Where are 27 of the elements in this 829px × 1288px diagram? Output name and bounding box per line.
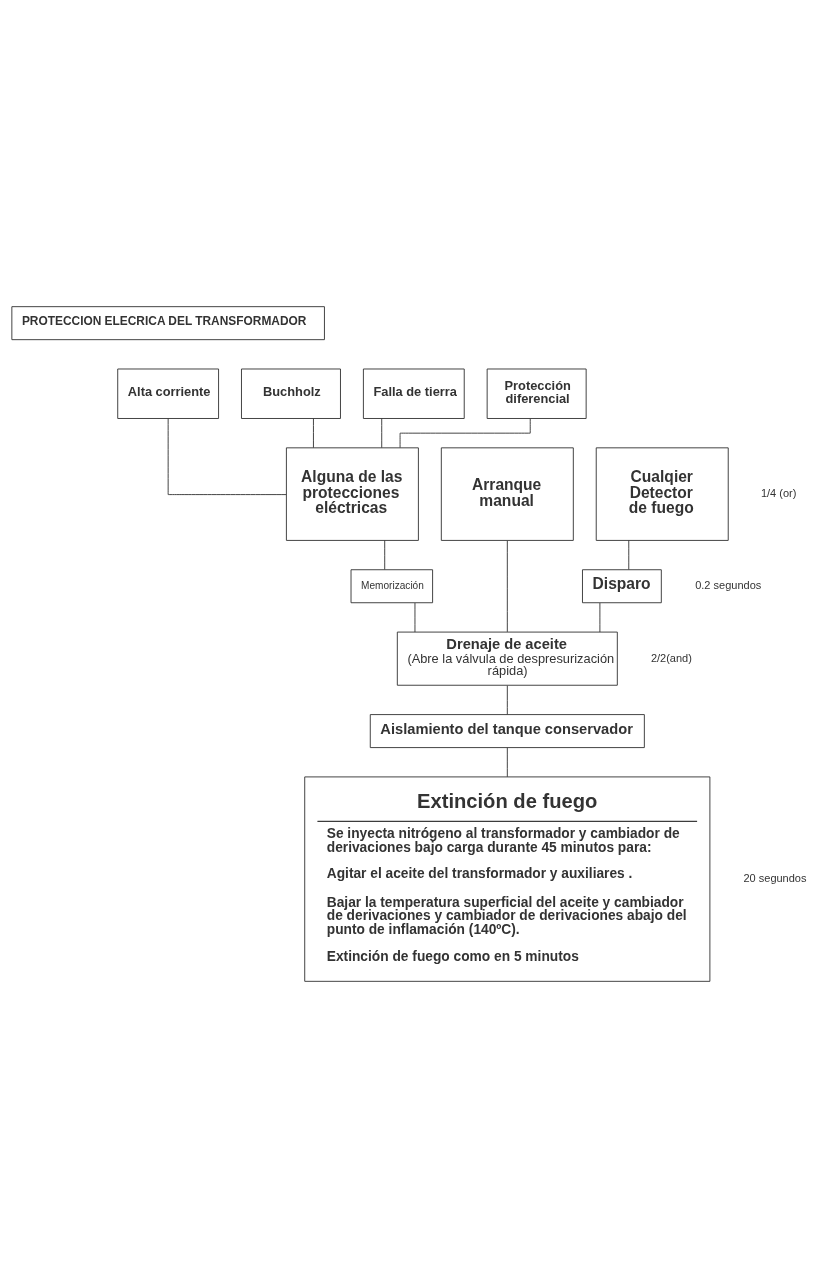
node-box: Falla de tierra [362, 368, 465, 419]
connector [506, 540, 508, 633]
node-box: Alta corriente [117, 368, 219, 419]
connector [167, 418, 287, 496]
node-box: Aislamiento del tanque conservador [369, 714, 645, 749]
node-box: Drenaje de aceite (Abre la válvula de despresurización rápida) [396, 631, 618, 686]
connector [381, 418, 383, 449]
connector [506, 747, 508, 778]
label: 0.2 segundos [695, 579, 762, 592]
connector [599, 602, 601, 633]
node-box: Buchholz [241, 368, 341, 419]
node-box: Protección diferencial [486, 368, 587, 419]
connector [628, 540, 630, 570]
node-box: Arranque manual [440, 447, 574, 541]
connector [506, 685, 508, 715]
connector [414, 602, 416, 633]
label: 20 segundos [743, 871, 807, 884]
label: 1/4 (or) [760, 486, 797, 499]
node-box: PROTECCION ELECRICA DEL TRANSFORMADOR [11, 306, 325, 341]
node-box: Extinción de fuego Se inyecta nitrógeno al transformador y cambiador de derivaciones bajo carga durante 45 minutos para: Agitar el aceite del transformador y auxiliares . Bajar la temperatura superficial del aceite y cambiador de derivaciones y cambiador de derivaciones abajo del punto de inflamación (140ºC). Extinción de fuego como en 5 minutos [304, 776, 711, 982]
node-box: Alguna de las protecciones eléctricas [285, 447, 419, 541]
node-box: Cualqier Detector de fuego [595, 447, 729, 541]
label: 2/2(and) [650, 651, 692, 664]
connector [384, 540, 386, 570]
node-box: Memorización [350, 569, 434, 604]
connector [313, 418, 314, 449]
node-box: Disparo [582, 569, 662, 604]
